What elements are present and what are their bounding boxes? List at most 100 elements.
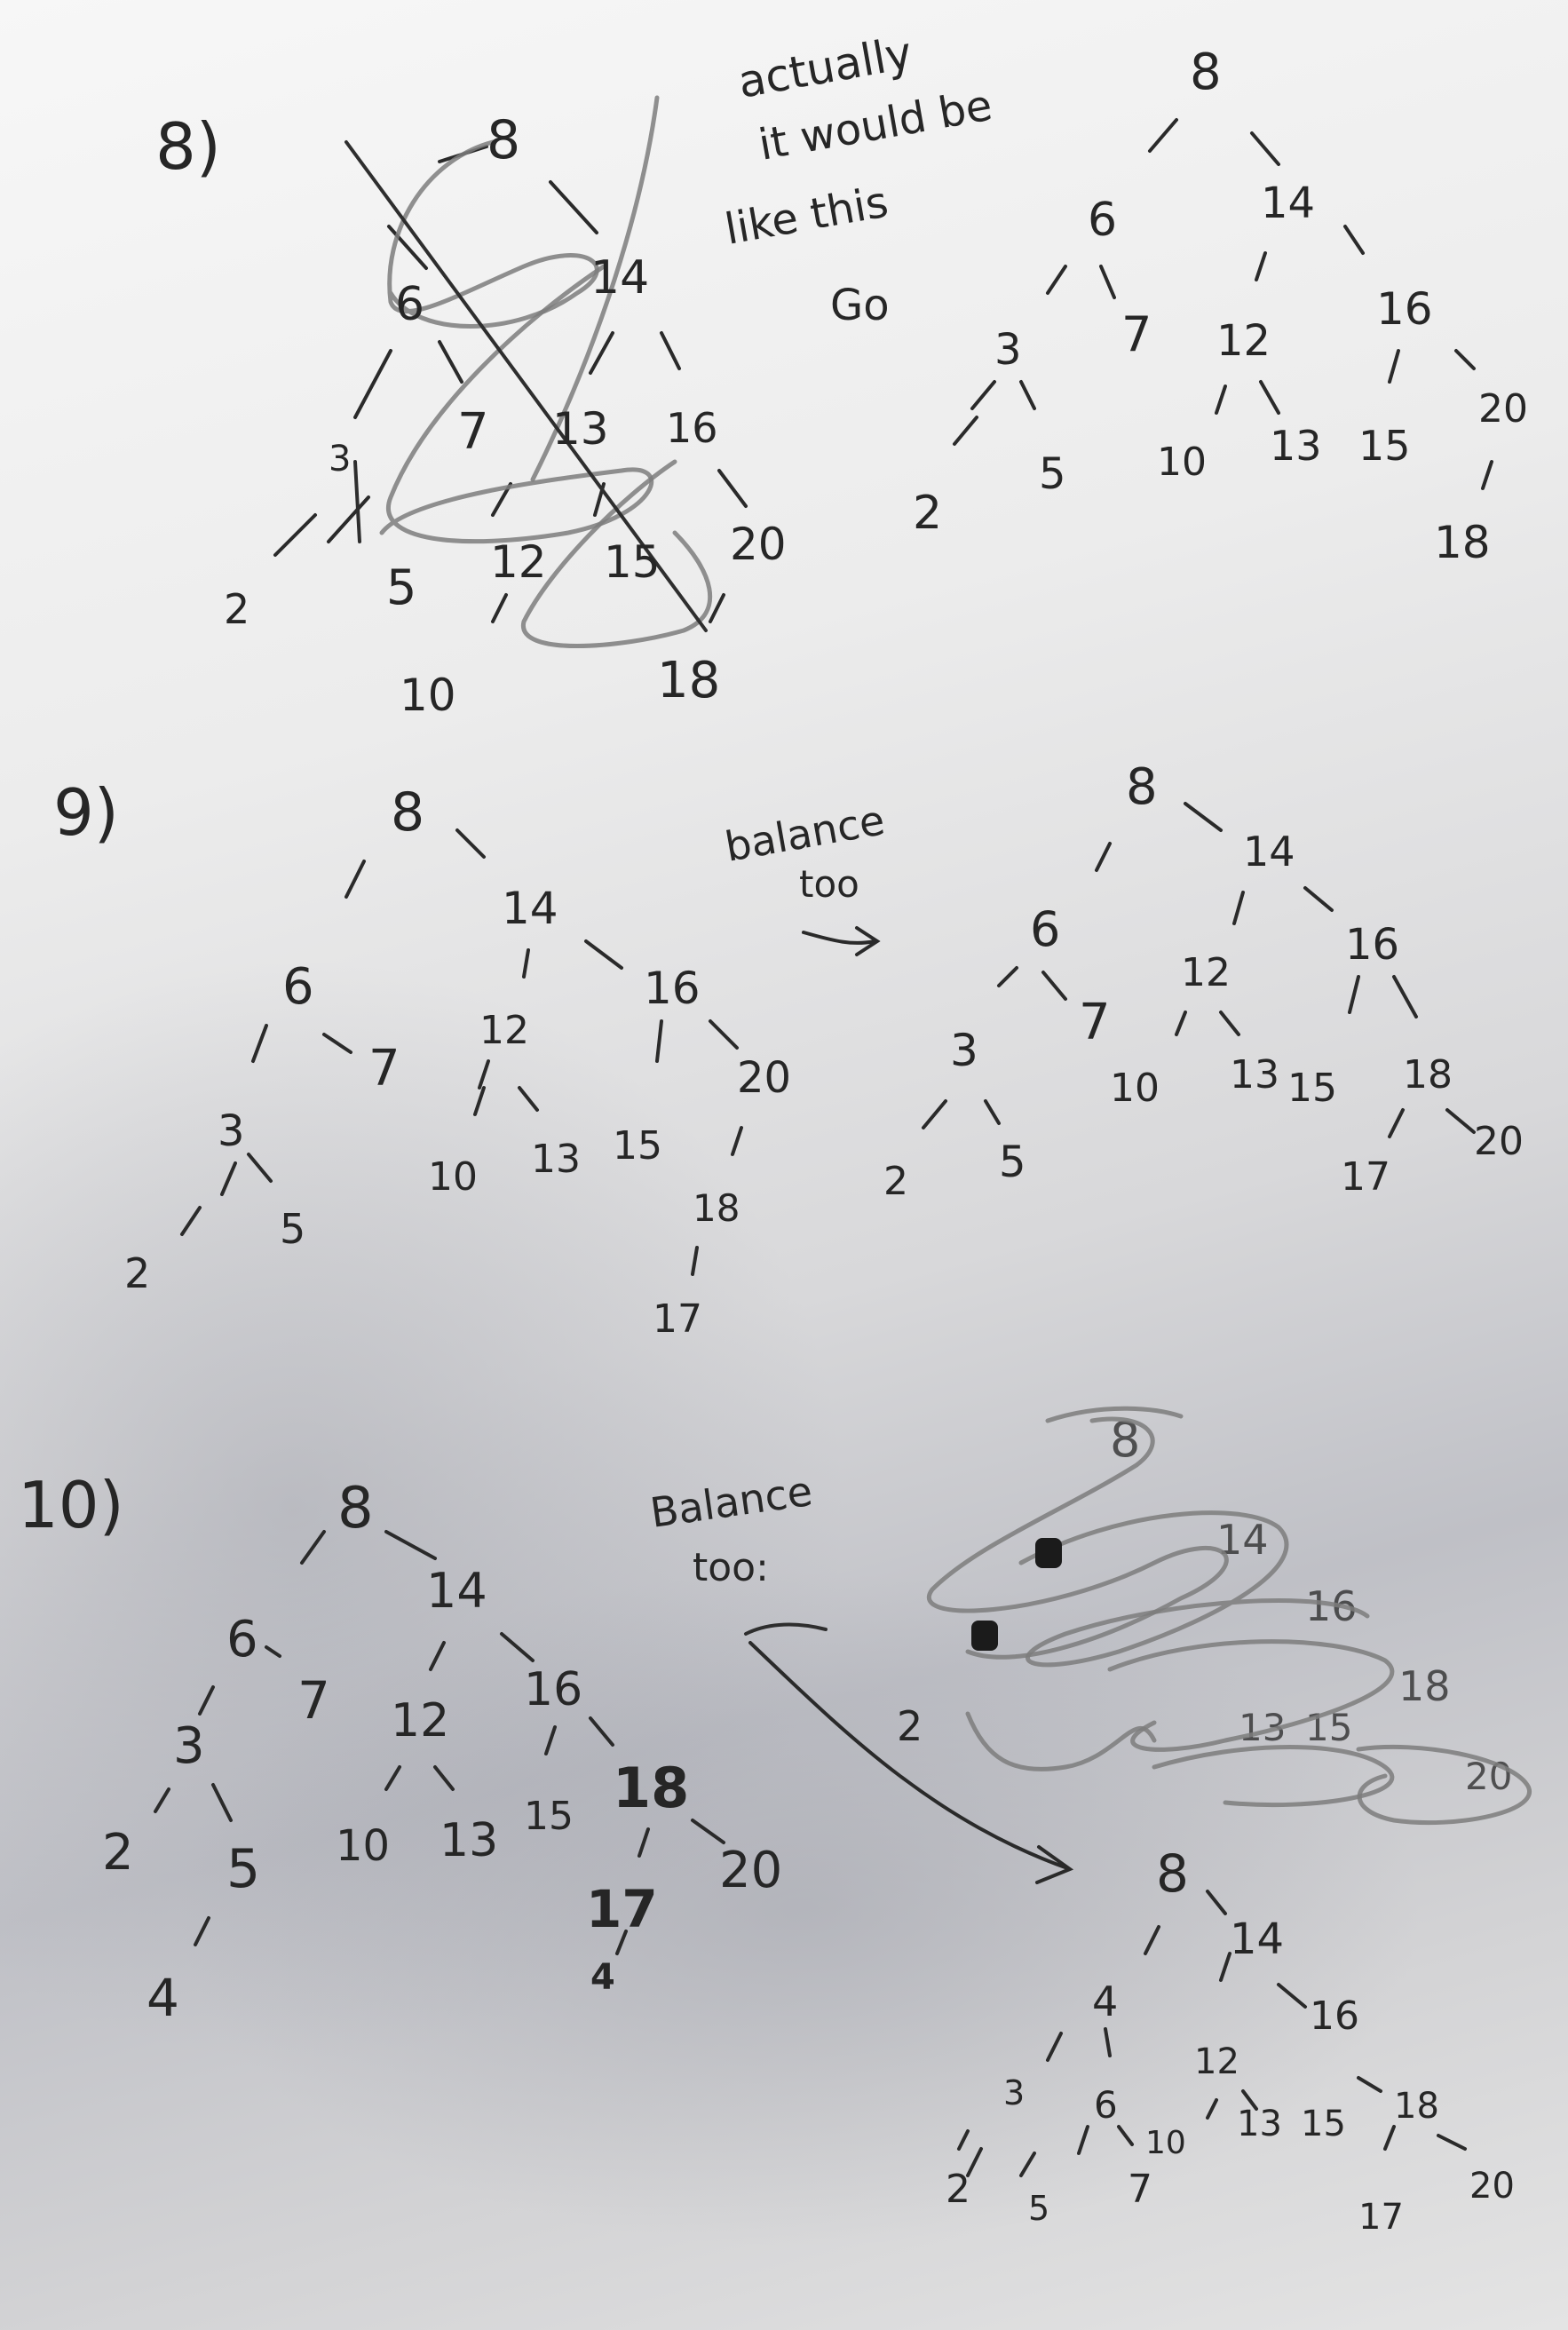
- tree-node: 3: [329, 439, 351, 479]
- tree-node: 17: [1341, 1154, 1390, 1200]
- tree-node: 15: [604, 536, 661, 588]
- tree-node: 17: [586, 1879, 658, 1939]
- tree-node: 18: [1398, 1662, 1451, 1710]
- tree-node: 5: [226, 1838, 260, 1900]
- problem-8-note: actually it would be like this Go: [721, 27, 995, 330]
- tree-node: 18: [1394, 2086, 1439, 2127]
- tree-node: 10: [1110, 1066, 1160, 1111]
- problem-8: 8) 8 6 14 3: [155, 27, 1528, 721]
- tree-node: 13: [440, 1814, 498, 1867]
- tree-node: 18: [657, 652, 720, 709]
- tree-node: 13: [531, 1137, 581, 1182]
- tree-node: 16: [1310, 1993, 1359, 2039]
- balance-arrow: [750, 1643, 1070, 1882]
- tree-node: 18: [613, 1755, 689, 1820]
- tree-node: 7: [1128, 2167, 1152, 2212]
- tree-node: 4: [1092, 1977, 1118, 2025]
- tree-node: 7: [297, 1670, 330, 1731]
- tree-node: 8: [1190, 44, 1222, 101]
- tree-node: 12: [1181, 950, 1231, 995]
- tree-node: 4: [147, 1968, 179, 2028]
- tree-node: 14: [502, 883, 558, 934]
- tree-node: 5: [386, 559, 416, 615]
- tree-node: 5: [1028, 2189, 1049, 2228]
- problem-9-label: 9): [53, 775, 119, 850]
- tree-node: 2: [102, 1824, 134, 1882]
- tree-node: 20: [737, 1053, 791, 1103]
- tree-node: 3: [173, 1717, 205, 1775]
- tree-node: 20: [1478, 386, 1528, 432]
- tree-node: 6: [1030, 901, 1060, 957]
- tree-node: 12: [1216, 316, 1271, 366]
- note-line: balance: [722, 796, 889, 871]
- tree-node: 8: [487, 109, 520, 171]
- tree-node: 13: [1237, 2104, 1282, 2144]
- tree-node: 20: [719, 1842, 782, 1899]
- tree-node: 16: [1376, 283, 1433, 335]
- tree-node: 20: [730, 519, 787, 570]
- tree-node: 3: [218, 1106, 245, 1156]
- tree-node: 3: [950, 1025, 978, 1076]
- note-line: too: [799, 862, 859, 906]
- tree-node: 6: [226, 1611, 258, 1668]
- problem-8-label: 8): [155, 109, 221, 184]
- problem-9-first-tree: 8 14 6 16 12 7 3 20 10 13 15 5 18 2 17: [124, 781, 791, 1342]
- tree-node: 12: [1194, 2041, 1239, 2082]
- tree-node: 10: [336, 1821, 390, 1871]
- problem-10-note: Balance too:: [647, 1467, 1070, 1882]
- tree-node: 2: [897, 1702, 923, 1750]
- tree-node: 8: [1156, 1843, 1189, 1904]
- tree-node: 2: [913, 487, 942, 540]
- tree-node: 17: [1358, 2197, 1404, 2238]
- note-line: Balance: [647, 1467, 815, 1537]
- problem-8-second-tree: 8 6 14 3 7 12 16 2 5 10 13 15 20 18: [913, 44, 1528, 568]
- tree-node: 20: [1474, 1119, 1524, 1164]
- tree-node: 8: [391, 781, 424, 844]
- tree-node: 10: [428, 1154, 478, 1200]
- tree-node: 5: [999, 1137, 1026, 1187]
- problem-10: 10) 8 14 6 7 12 16 3 18 2 5 10: [18, 1408, 1530, 2238]
- tree-node: 13: [552, 403, 609, 455]
- problem-8-first-tree: 8 6 14 3 7 13 16 2 5 12 15 20 10 18: [224, 109, 787, 721]
- tree-node: 7: [1121, 306, 1152, 362]
- tree-node: 15: [613, 1123, 662, 1169]
- tree-node: 13: [1230, 1052, 1279, 1098]
- tree-node: 8: [337, 1476, 374, 1541]
- tree-node: 2: [946, 2167, 970, 2212]
- problem-9-note: balance too: [722, 796, 889, 955]
- tree-node: 14: [1243, 828, 1295, 876]
- tree-node: 6: [395, 278, 424, 331]
- tree-node: 10: [1145, 2125, 1186, 2161]
- balance-arrow: [804, 928, 877, 955]
- note-line: actually: [734, 27, 916, 107]
- tree-node: 15: [1358, 422, 1411, 470]
- tree-node: 10: [1157, 440, 1207, 485]
- tree-node: 5: [1039, 449, 1066, 499]
- tree-node: 18: [1403, 1052, 1453, 1098]
- tree-node: 7: [368, 1040, 400, 1098]
- tree-node: 18: [693, 1186, 740, 1230]
- tree-node: 14: [426, 1563, 487, 1619]
- problem-10-second-tree: 8 14 4 16 12 3 6 13 15 18 10 2 5 7 17 20: [946, 1843, 1515, 2238]
- problem-9: 9) 8 14 6 16 12 7 3 20 10 13 15: [53, 758, 1524, 1342]
- tree-node: 14: [1261, 178, 1315, 228]
- tree-node: 12: [391, 1694, 449, 1748]
- tree-node: 12: [490, 536, 547, 588]
- tree-node: 18: [1434, 517, 1491, 568]
- tree-node: 3: [994, 325, 1022, 375]
- tree-node: 16: [524, 1663, 582, 1716]
- tree-node: 14: [1230, 1914, 1284, 1964]
- tree-node: 14: [590, 251, 649, 305]
- tree-node: 3: [1003, 2073, 1025, 2112]
- tree-node: 2: [124, 1249, 150, 1297]
- tree-node: 6: [1088, 194, 1117, 247]
- tree-node: 10: [400, 670, 456, 721]
- tree-node: 15: [1287, 1066, 1337, 1111]
- tree-node: 12: [479, 1008, 529, 1053]
- note-line: like this: [721, 178, 891, 255]
- problem-10-scribbled-tree: 8 14 16 18 13 15 2 20: [897, 1408, 1530, 1822]
- tree-node: 20: [1469, 2166, 1515, 2207]
- tree-node: 4: [590, 1957, 615, 1998]
